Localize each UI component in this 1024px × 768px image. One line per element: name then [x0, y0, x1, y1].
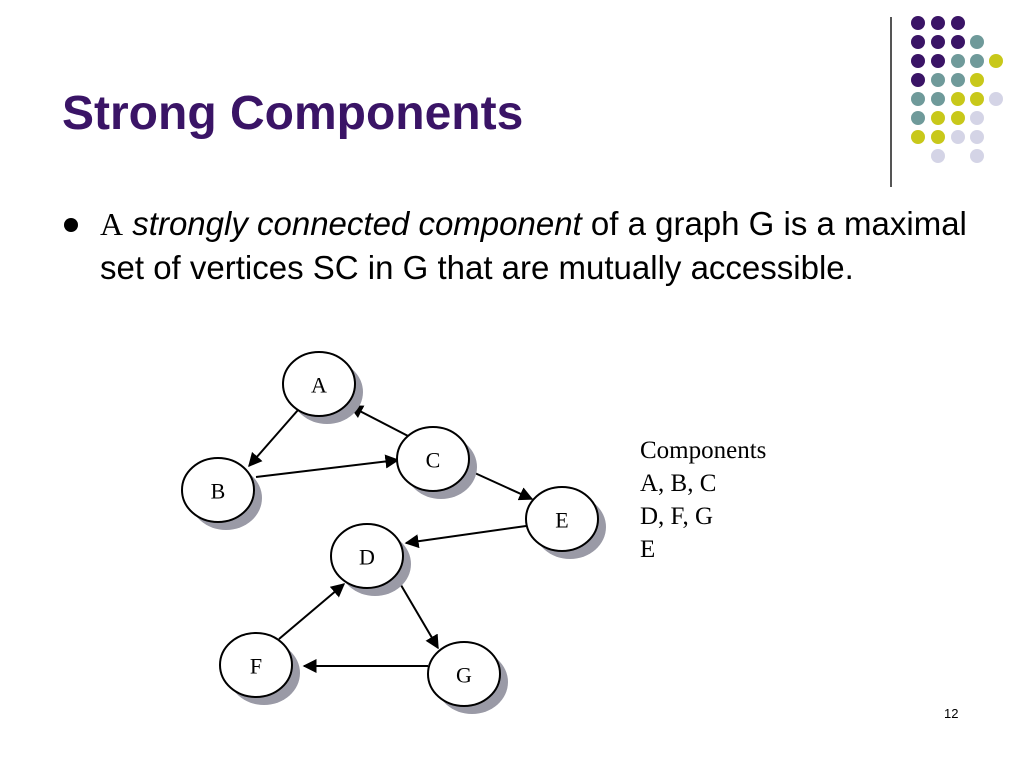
- decor-dot: [931, 54, 945, 68]
- decor-dot: [931, 35, 945, 49]
- components-heading: Components: [640, 437, 767, 464]
- definition-bullet: A strongly connected component of a grap…: [100, 202, 980, 289]
- decor-dot: [931, 149, 945, 163]
- edge-a-b: [248, 409, 299, 468]
- decor-dot: [931, 16, 945, 30]
- decor-dot: [931, 130, 945, 144]
- decor-dot: [911, 111, 925, 125]
- node-label-c: C: [426, 448, 441, 473]
- node-label-e: E: [555, 508, 568, 533]
- decor-dot: [911, 35, 925, 49]
- decor-dot: [931, 73, 945, 87]
- decor-dot: [970, 54, 984, 68]
- node-label-f: F: [250, 654, 262, 679]
- node-a: [282, 351, 356, 417]
- edge-c-e: [465, 468, 534, 501]
- decor-dot: [951, 130, 965, 144]
- title-divider: [890, 17, 892, 187]
- decor-dot: [970, 73, 984, 87]
- decor-dot: [931, 111, 945, 125]
- bullet-rest: of a graph G is a maximal set of vertice…: [100, 205, 967, 286]
- node-label-b: B: [211, 479, 226, 504]
- bullet-term: strongly connected component: [132, 205, 582, 242]
- edge-e-d: [404, 525, 527, 549]
- node-d: [330, 523, 404, 589]
- component-line: A, B, C: [640, 470, 717, 497]
- slide-title: Strong Components: [62, 87, 524, 140]
- node-label-d: D: [359, 545, 375, 570]
- decor-dot: [951, 54, 965, 68]
- bullet-lead: A: [100, 206, 124, 242]
- component-line: E: [640, 536, 656, 563]
- decor-dot: [951, 73, 965, 87]
- decor-dot: [911, 92, 925, 106]
- node-g: [427, 641, 501, 707]
- edge-f-d: [278, 583, 346, 640]
- decor-dot: [970, 130, 984, 144]
- decor-dot: [911, 54, 925, 68]
- decor-dot: [931, 92, 945, 106]
- decor-dot: [951, 111, 965, 125]
- node-f: [219, 632, 293, 698]
- decor-dot: [951, 35, 965, 49]
- decor-dot: [989, 92, 1003, 106]
- decor-dot: [951, 16, 965, 30]
- decor-dot: [911, 16, 925, 30]
- edge-c-a: [348, 405, 411, 438]
- decor-dot: [970, 92, 984, 106]
- page-number: 12: [944, 706, 959, 721]
- decor-dot: [911, 73, 925, 87]
- edge-d-g: [397, 579, 439, 650]
- node-e: [525, 486, 599, 552]
- decor-dot: [970, 111, 984, 125]
- decor-dot: [970, 35, 984, 49]
- component-line: D, F, G: [640, 503, 714, 530]
- node-label-g: G: [456, 663, 472, 688]
- decorative-dot-grid: [911, 16, 1003, 163]
- node-label-a: A: [311, 373, 327, 398]
- decor-dot: [911, 130, 925, 144]
- decor-dot: [989, 54, 1003, 68]
- edge-b-c: [255, 454, 400, 478]
- node-c: [396, 426, 470, 492]
- node-b: [181, 457, 255, 523]
- components-list: Components A, B, C D, F, G E: [640, 434, 766, 566]
- bullet-icon: [64, 218, 78, 232]
- decor-dot: [970, 149, 984, 163]
- decor-dot: [951, 92, 965, 106]
